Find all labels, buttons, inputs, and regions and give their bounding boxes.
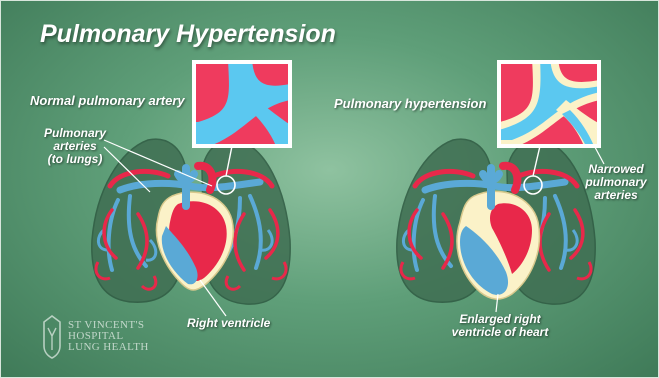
right-ventricle-label: Right ventricle	[187, 317, 270, 330]
hypertension-heading: Pulmonary hypertension	[334, 97, 486, 110]
hospital-logo-text: ST VINCENT'S HOSPITAL LUNG HEALTH	[68, 320, 149, 353]
enlarged-ventricle-label: Enlarged right ventricle of heart	[440, 313, 560, 339]
hospital-logo-emblem	[44, 316, 60, 358]
narrowed-label-line: arteries	[584, 189, 648, 202]
logo-line: LUNG HEALTH	[68, 342, 149, 353]
pulmonary-arteries-label: Pulmonary arteries (to lungs)	[40, 127, 110, 166]
enlarged-label-line: ventricle of heart	[440, 326, 560, 339]
arteries-label-line: (to lungs)	[40, 153, 110, 166]
normal-artery-heading: Normal pulmonary artery	[30, 94, 185, 107]
narrowed-artery-inset	[499, 58, 600, 146]
normal-lungs	[92, 139, 290, 316]
normal-artery-inset	[194, 60, 292, 146]
hospital-logo: ST VINCENT'S HOSPITAL LUNG HEALTH	[68, 320, 149, 353]
narrowed-arteries-label: Narrowed pulmonary arteries	[584, 163, 648, 202]
